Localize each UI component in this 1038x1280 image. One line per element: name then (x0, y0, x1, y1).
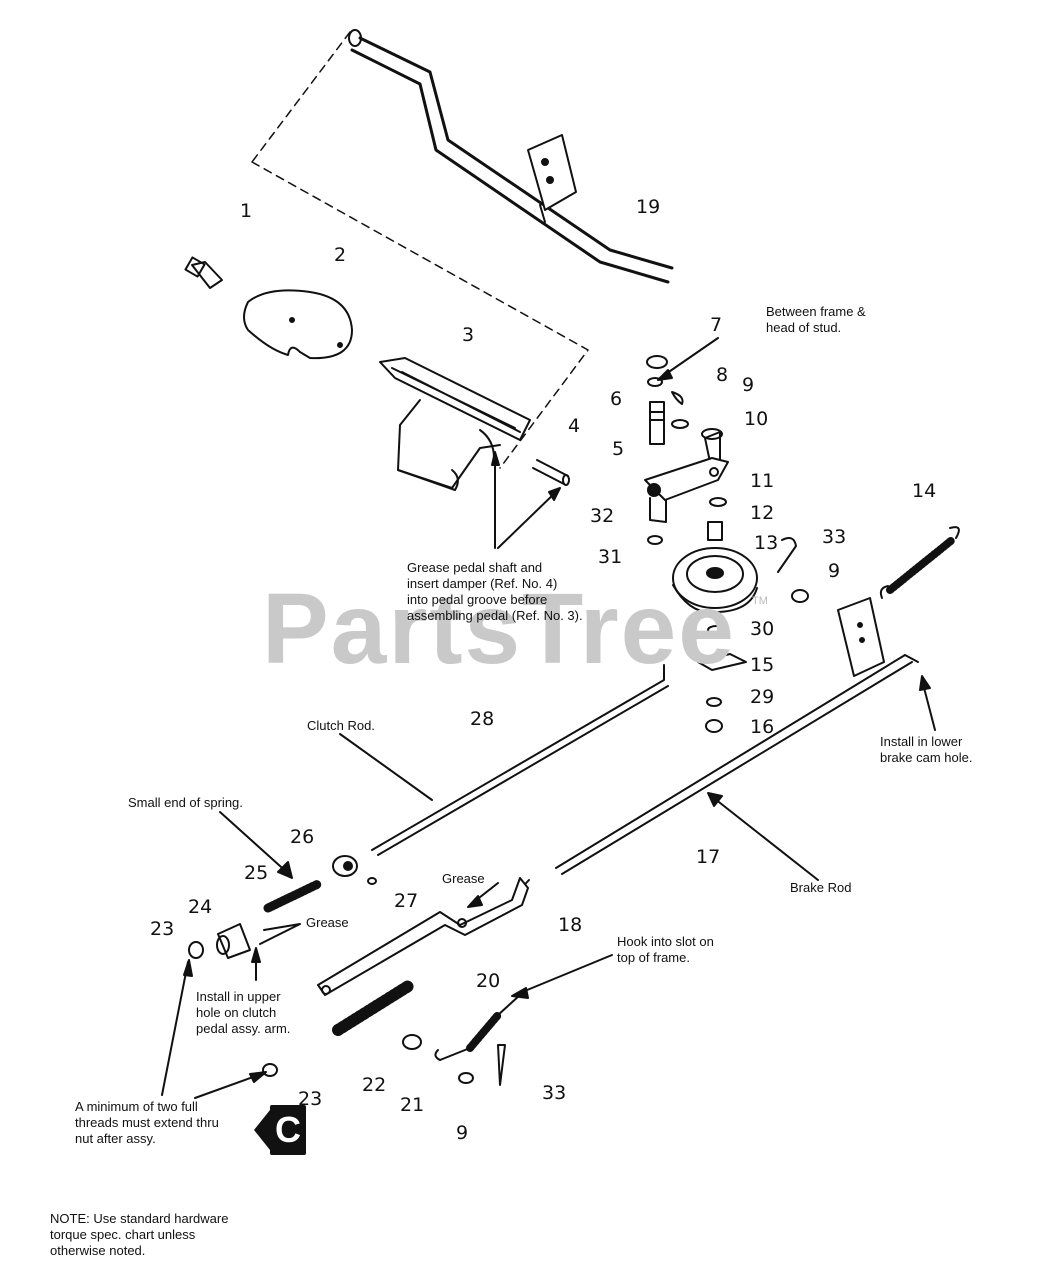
spring-25 (263, 879, 323, 913)
watermark-text: PartsTree (262, 573, 736, 685)
washer-11 (709, 497, 727, 507)
part-number-7: 7 (710, 314, 723, 336)
pedal-3 (379, 357, 531, 491)
part-number-16: 16 (750, 716, 775, 738)
part-number-22: 22 (362, 1074, 387, 1096)
note-small-end: Small end of spring. (128, 795, 243, 810)
trademark: TM (752, 595, 768, 607)
part-number-29: 29 (750, 686, 775, 708)
part-number-28: 28 (470, 708, 495, 730)
clutch-arm-18 (317, 877, 529, 996)
washer-29 (706, 697, 722, 707)
clutch-rod-28 (371, 664, 669, 856)
part-number-15: 15 (750, 654, 775, 676)
washer-9b (458, 1072, 474, 1084)
pulley-13 (672, 547, 758, 614)
part-number-30: 30 (750, 618, 775, 640)
note-install-lower: Install in lower brake cam hole. (880, 734, 973, 765)
collar-26 (332, 855, 358, 877)
part-number-26: 26 (290, 826, 315, 848)
part-number-1: 1 (240, 200, 253, 222)
nut-16 (705, 719, 723, 733)
part-number-18: 18 (558, 914, 583, 936)
setscrew-27 (367, 877, 377, 885)
section-c-letter: C (275, 1109, 301, 1150)
leader-threads-1 (161, 961, 189, 1096)
part-number-20: 20 (476, 970, 501, 992)
part-number-33-upper: 33 (822, 526, 847, 548)
label-grease-clevis: Grease (306, 915, 349, 930)
damper-pin-4 (532, 459, 570, 486)
nut-23b (262, 1063, 278, 1077)
assembly-dashed-outline (251, 31, 589, 469)
nut-23 (188, 941, 204, 959)
leader-hook-slot (514, 954, 613, 996)
leader-grease-2 (497, 489, 559, 549)
washer-30 (707, 625, 725, 635)
part-number-12: 12 (750, 502, 775, 524)
bolt-1 (184, 256, 223, 289)
note-min-threads: A minimum of two full threads must exten… (75, 1099, 219, 1146)
spring-22 (332, 979, 416, 1036)
part-number-14: 14 (912, 480, 937, 502)
part-number-9-middle: 9 (828, 560, 841, 582)
part-number-21: 21 (400, 1094, 425, 1116)
part-number-24: 24 (188, 896, 213, 918)
cotter-pin-33 (777, 537, 797, 573)
part-number-23-lower: 23 (298, 1088, 323, 1110)
cotter-pin-33b (497, 1044, 506, 1086)
label-brake-rod: Brake Rod (790, 880, 852, 895)
part-number-3: 3 (462, 324, 475, 346)
part-number-19: 19 (636, 196, 661, 218)
part-number-5: 5 (612, 438, 625, 460)
part-number-4: 4 (568, 415, 581, 437)
note-install-upper: Install in upper hole on clutch pedal as… (196, 989, 291, 1036)
part-number-31: 31 (598, 546, 623, 568)
watermark: PartsTree (262, 572, 736, 687)
part-number-10: 10 (744, 408, 769, 430)
pedal-arm-19 (348, 29, 674, 284)
part-number-6: 6 (610, 388, 623, 410)
note-grease-pedal: Grease pedal shaft and insert damper (Re… (407, 560, 583, 623)
pedal-plate-2 (243, 289, 353, 360)
label-grease-arm: Grease (442, 871, 485, 886)
part-number-25: 25 (244, 862, 269, 884)
brake-cam (837, 597, 885, 677)
leader-grease-24 (259, 923, 301, 945)
spacer-12 (707, 521, 723, 541)
leader-brake-rod (709, 794, 819, 881)
part-number-33-lower: 33 (542, 1082, 567, 1104)
note-hardware: NOTE: Use standard hardware torque spec.… (50, 1211, 229, 1258)
part-number-13: 13 (754, 532, 779, 554)
bracket-15 (697, 653, 747, 671)
clevis-24 (216, 923, 251, 959)
brake-rod-17 (555, 654, 919, 875)
part-number-11: 11 (750, 470, 775, 492)
leader-small-end (219, 811, 291, 876)
label-clutch-rod: Clutch Rod. (307, 718, 375, 733)
washer-21 (402, 1034, 422, 1050)
washer-9 (791, 589, 809, 603)
part-number-27: 27 (394, 890, 419, 912)
spring-20 (466, 1011, 502, 1052)
idler-arm-32 (644, 457, 729, 523)
part-number-8: 8 (716, 364, 729, 386)
spring-14 (879, 526, 960, 599)
section-c-badge[interactable]: C (254, 1105, 306, 1155)
part-number-9-upper: 9 (742, 374, 755, 396)
part-number-23-upper: 23 (150, 918, 175, 940)
leader-clutch-rod (339, 733, 433, 801)
part-number-2: 2 (334, 244, 347, 266)
part-number-9-lower: 9 (456, 1122, 469, 1144)
note-hook-slot: Hook into slot on top of frame. (617, 934, 714, 965)
part-number-32: 32 (590, 505, 615, 527)
part-number-17: 17 (696, 846, 721, 868)
note-between-frame: Between frame & head of stud. (766, 304, 866, 335)
washer-31 (647, 535, 663, 545)
stud-assembly (646, 355, 723, 463)
